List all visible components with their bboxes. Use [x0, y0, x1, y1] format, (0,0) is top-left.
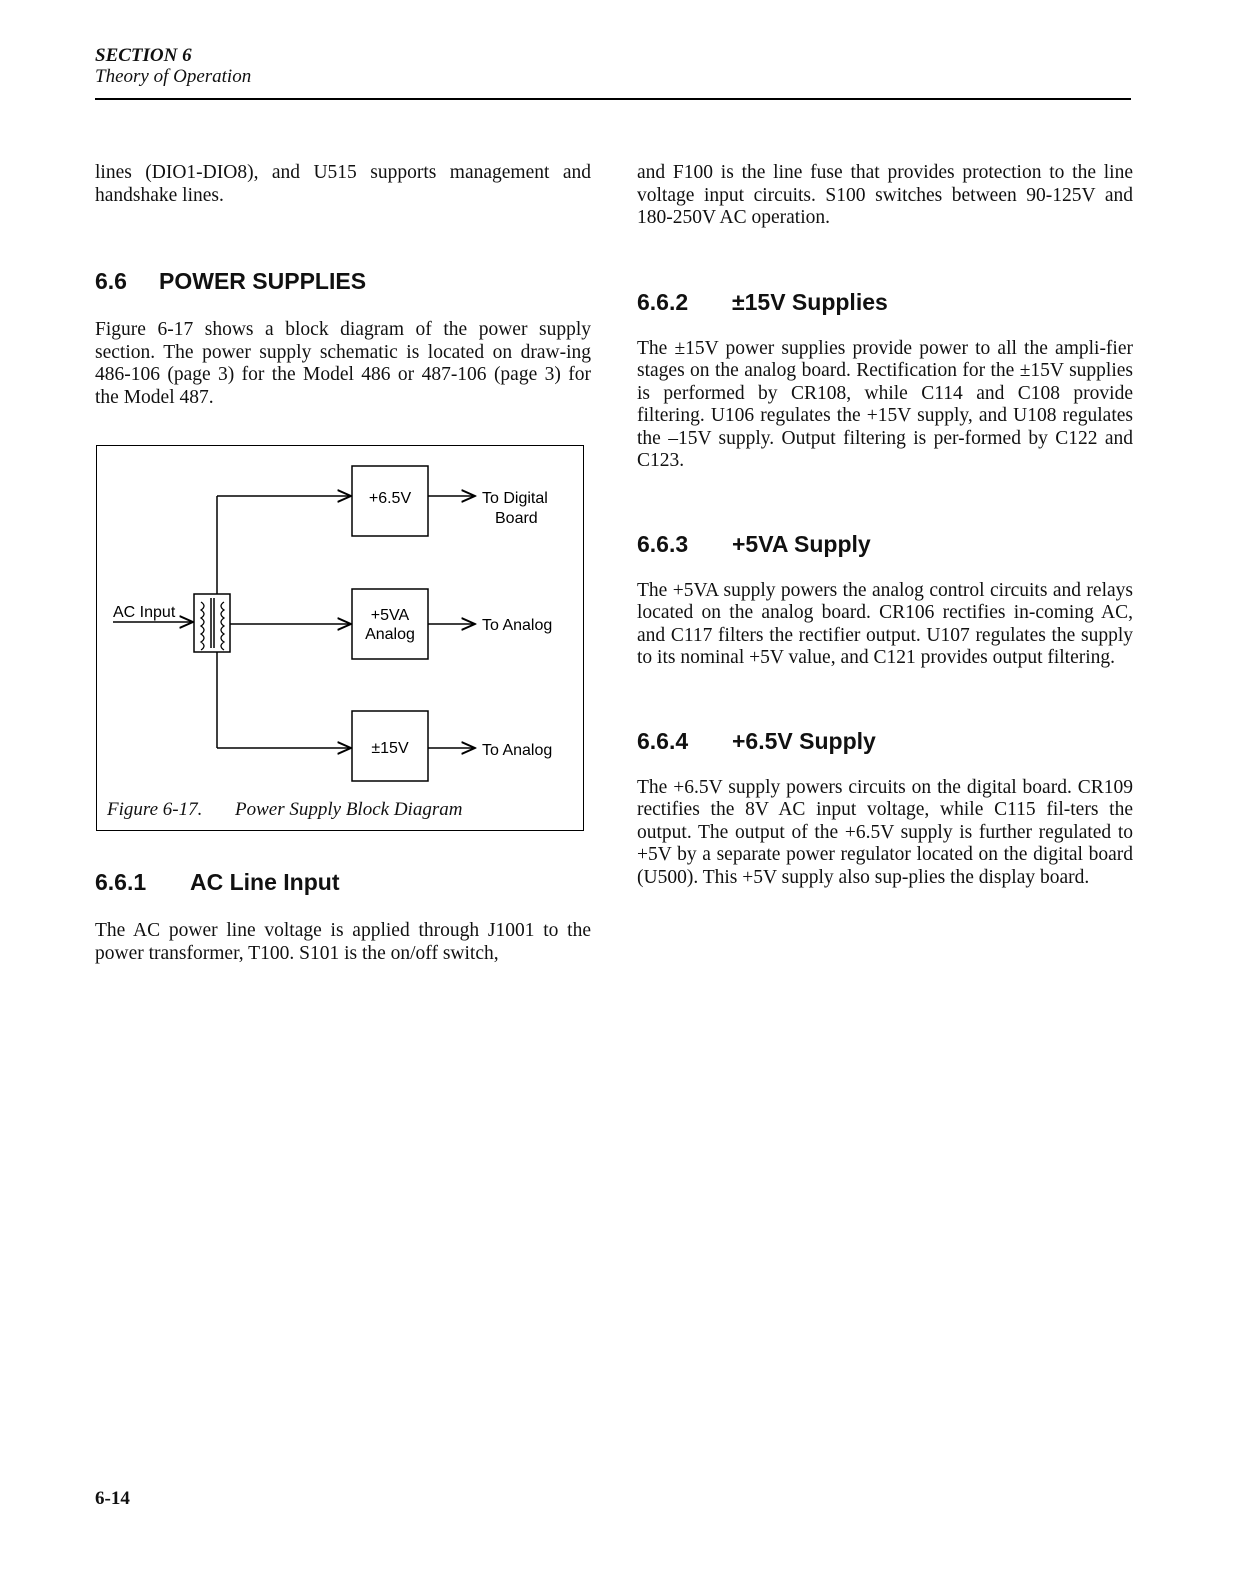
figure-number: Figure 6-17. — [107, 799, 203, 820]
box-5va — [351, 588, 429, 660]
box-15v-label: ±15V — [371, 740, 409, 757]
block-diagram: AC Input +6.5V +5VA Analog ±15V To Digit… — [113, 465, 552, 782]
heading-6-6-3: 6.6.3 +5VA Supply — [637, 530, 1133, 558]
heading-6-6: 6.6 POWER SUPPLIES — [95, 267, 591, 295]
page-header: SECTION 6 Theory of Operation — [95, 46, 251, 88]
heading-number: 6.6.1 — [95, 869, 147, 895]
section-label: SECTION 6 — [95, 45, 192, 66]
transformer-symbol — [193, 593, 231, 653]
header-rule — [95, 98, 1131, 100]
heading-number: 6.6.3 — [637, 530, 689, 557]
box-5va-label-1: +5VA — [371, 607, 410, 624]
output-1-label-1: To Digital — [482, 490, 548, 507]
box-6-5v — [351, 465, 429, 537]
output-1-label-2: Board — [495, 510, 538, 527]
heading-6-6-1: 6.6.1 AC Line Input — [95, 868, 591, 896]
heading-title: POWER SUPPLIES — [159, 268, 367, 294]
box-6-5v-label: +6.5V — [369, 490, 412, 507]
supply-5va-paragraph: The +5VA supply powers the analog contro… — [637, 579, 1133, 669]
heading-title: +6.5V Supply — [732, 727, 876, 754]
left-intro-paragraph: lines (DIO1-DIO8), and U515 supports man… — [95, 162, 591, 206]
ac-line-input-paragraph: The AC power line voltage is applied thr… — [95, 920, 591, 964]
right-column: and F100 is the line fuse that provides … — [637, 162, 1133, 889]
heading-6-6-4: 6.6.4 +6.5V Supply — [637, 727, 1133, 755]
heading-title: +5VA Supply — [732, 530, 871, 557]
heading-number: 6.6.2 — [637, 288, 689, 315]
right-intro-paragraph: and F100 is the line fuse that provides … — [637, 162, 1133, 228]
supply-6-5v-paragraph: The +6.5V supply powers circuits on the … — [637, 776, 1133, 888]
supplies-15v-paragraph: The ±15V power supplies provide power to… — [637, 337, 1133, 472]
left-column: lines (DIO1-DIO8), and U515 supports man… — [95, 162, 591, 409]
heading-title: AC Line Input — [190, 869, 340, 895]
heading-number: 6.6 — [95, 268, 127, 294]
figure-caption: Figure 6-17. Power Supply Block Diagram — [107, 799, 462, 821]
left-column-lower: 6.6.1 AC Line Input The AC power line vol… — [95, 868, 591, 965]
power-supplies-paragraph: Figure 6-17 shows a block diagram of the… — [95, 319, 591, 408]
block-diagram-figure: AC Input +6.5V +5VA Analog ±15V To Digit… — [96, 445, 584, 831]
page-number: 6-14 — [95, 1488, 130, 1509]
output-3-label: To Analog — [482, 742, 552, 759]
box-5va-label-2: Analog — [365, 626, 415, 643]
heading-number: 6.6.4 — [637, 727, 689, 754]
heading-title: ±15V Supplies — [732, 288, 888, 315]
output-2-label: To Analog — [482, 617, 552, 634]
ac-input-label: AC Input — [113, 604, 176, 621]
section-title: Theory of Operation — [95, 66, 252, 87]
box-15v — [351, 710, 429, 782]
heading-6-6-2: 6.6.2 ±15V Supplies — [637, 288, 1133, 316]
figure-title: Power Supply Block Diagram — [235, 799, 463, 820]
